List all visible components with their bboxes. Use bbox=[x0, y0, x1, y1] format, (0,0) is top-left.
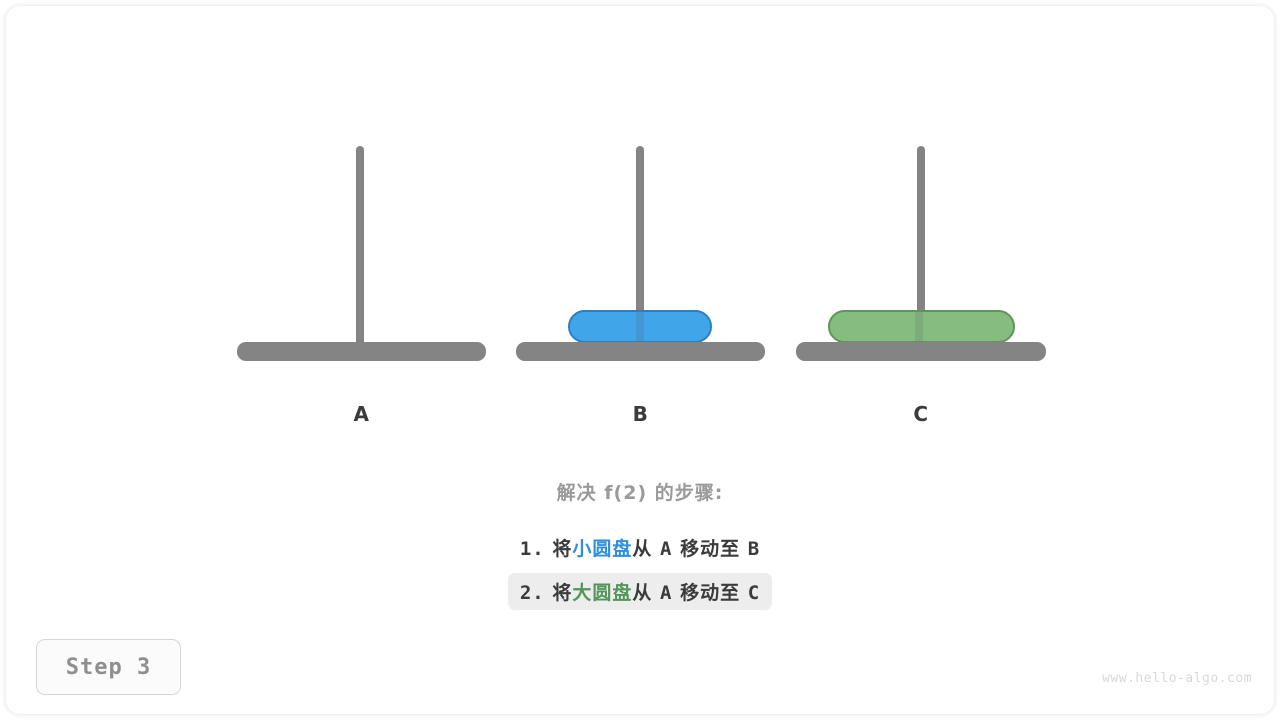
step-2-to: C bbox=[747, 582, 761, 604]
disk-small-on-tower-b bbox=[568, 310, 712, 343]
tower-c-label: C bbox=[913, 402, 929, 426]
watermark: www.hello-algo.com bbox=[1102, 671, 1252, 686]
tower-b-pole bbox=[636, 146, 644, 346]
step-2-from-word: 从 bbox=[632, 582, 653, 604]
step-2-index: 2. bbox=[519, 582, 545, 604]
tower-c-base bbox=[796, 342, 1046, 361]
tower-a-pole bbox=[356, 146, 364, 346]
step-1-move-word: 移动至 bbox=[680, 538, 741, 560]
disk-pole-passthrough bbox=[636, 312, 644, 341]
tower-b-base bbox=[516, 342, 765, 361]
step-badge: Step 3 bbox=[36, 639, 181, 695]
step-1-object: 小圆盘 bbox=[572, 538, 633, 560]
step-list-item-2: 2. 将大圆盘从 A 移动至 C bbox=[507, 573, 773, 610]
tower-a-label: A bbox=[353, 402, 370, 426]
tower-b-label: B bbox=[632, 402, 649, 426]
tower-c-pole bbox=[917, 146, 925, 346]
step-1-verb: 将 bbox=[552, 538, 573, 560]
step-1-index: 1. bbox=[519, 538, 545, 560]
disk-pole-passthrough bbox=[915, 312, 923, 341]
caption-title: 解决 f(2) 的步骤: bbox=[556, 482, 724, 504]
disk-large-on-tower-c bbox=[828, 310, 1015, 343]
tower-a-base bbox=[237, 342, 486, 361]
step-1-to: B bbox=[747, 538, 761, 560]
step-2-from: A bbox=[660, 582, 673, 604]
step-2-verb: 将 bbox=[552, 582, 573, 604]
step-2-move-word: 移动至 bbox=[680, 582, 741, 604]
step-list-item-1: 1. 将小圆盘从 A 移动至 B bbox=[508, 529, 772, 566]
step-1-from-word: 从 bbox=[632, 538, 653, 560]
step-list: 1. 将小圆盘从 A 移动至 B 2. 将大圆盘从 A 移动至 C bbox=[0, 529, 1280, 610]
step-2-object: 大圆盘 bbox=[572, 582, 633, 604]
step-1-from: A bbox=[660, 538, 673, 560]
